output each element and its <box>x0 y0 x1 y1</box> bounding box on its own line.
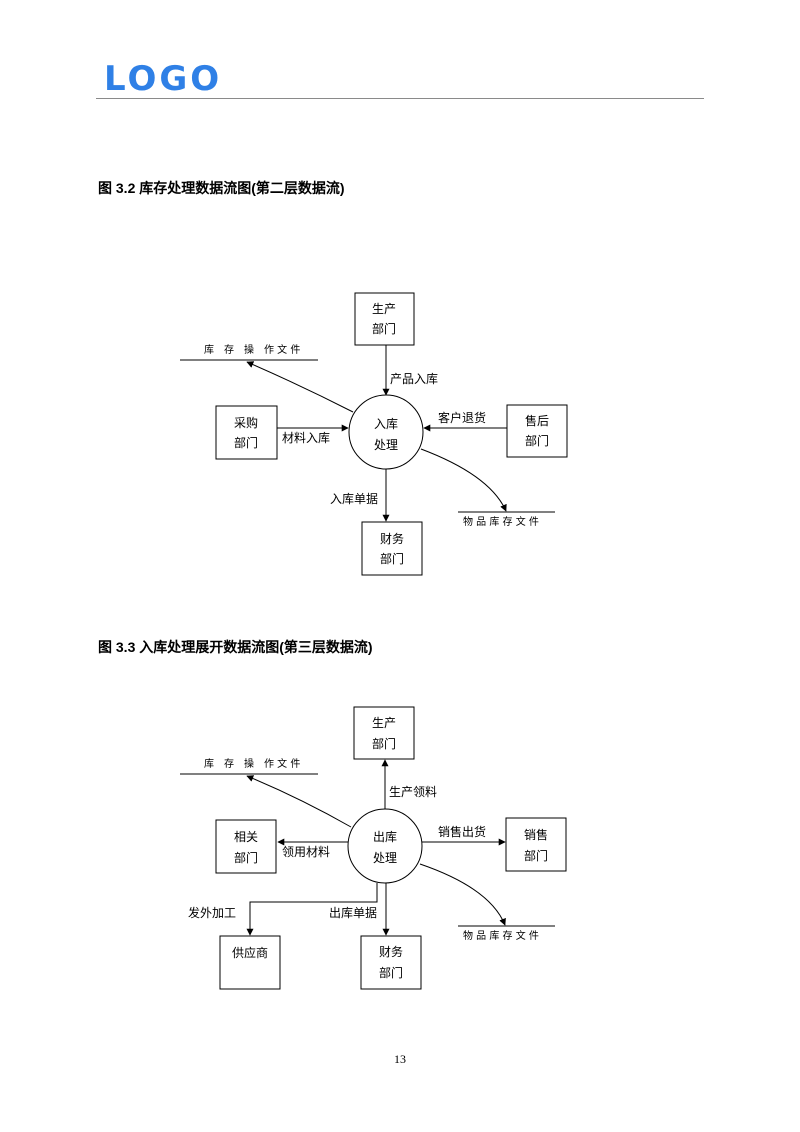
entity-finance-2-label-2: 部门 <box>379 965 403 980</box>
process-outbound-label-1: 出库 <box>373 829 397 844</box>
process-inbound <box>348 394 424 470</box>
entity-sales-label-2: 部门 <box>524 848 548 863</box>
figure-3-2: 入库 处理 生产 部门 采购 部门 售后 部门 财务 部门 库 存 操 作 文 … <box>180 292 568 576</box>
process-inbound-label-1: 入库 <box>374 416 398 431</box>
entity-production-2-label-1: 生产 <box>372 716 396 730</box>
flow-outsourcing-arrow <box>246 883 378 936</box>
flow-outsourcing-label: 发外加工 <box>188 905 236 920</box>
flow-customer-return-label: 客户退货 <box>438 410 486 425</box>
page-number: 13 <box>394 1052 406 1066</box>
process-outbound-label-2: 处理 <box>373 851 397 865</box>
flow-material-in-label: 材料入库 <box>282 430 330 445</box>
store-goods-inventory-label-2: 物 品 库 存 文 件 <box>463 929 539 942</box>
store-inventory-ops-label: 库 存 操 作 文 件 <box>204 343 300 356</box>
entity-production-2-label-2: 部门 <box>372 736 396 751</box>
entity-aftersales-dept <box>506 404 568 458</box>
entity-purchase-label-2: 部门 <box>234 435 258 450</box>
entity-finance-label-2: 部门 <box>380 551 404 566</box>
flow-to-goods-inventory-arrow <box>420 448 507 512</box>
flow-product-in-label: 产品入库 <box>390 371 438 386</box>
entity-related-label-2: 部门 <box>234 850 258 865</box>
flow-sales-out-label: 销售出货 <box>438 824 486 839</box>
store-inventory-ops-label-2: 库 存 操 作 文 件 <box>204 757 300 770</box>
entity-purchase-dept <box>215 405 278 460</box>
entity-related-label-1: 相关 <box>234 830 258 844</box>
flow-production-requisition-label: 生产领料 <box>389 785 437 799</box>
figure-caption-3-3: 图 3.3 入库处理展开数据流图(第三层数据流) <box>98 639 373 655</box>
flow-to-goods-inventory-arrow-2 <box>419 863 506 926</box>
header-divider <box>96 98 704 99</box>
entity-finance-2-label-1: 财务 <box>379 944 403 959</box>
entity-finance-dept-2 <box>360 935 422 990</box>
flow-out-receipt-label: 出库单据 <box>329 905 377 920</box>
flow-to-inventory-ops-arrow-2 <box>246 775 352 828</box>
flow-material-requisition-label: 领用材料 <box>282 845 330 859</box>
entity-supplier <box>219 935 281 990</box>
store-goods-inventory-label: 物 品 库 存 文 件 <box>463 515 539 528</box>
process-outbound <box>347 808 423 884</box>
entity-aftersales-label-1: 售后 <box>525 413 549 428</box>
logo: LOGO <box>104 59 223 99</box>
entity-purchase-label-1: 采购 <box>234 415 258 430</box>
entity-production-label-1: 生产 <box>372 302 396 316</box>
entity-production-label-2: 部门 <box>372 321 396 336</box>
figure-3-3: 出库 处理 生产 部门 相关 部门 销售 部门 财务 部门 供应商 库 存 操 … <box>180 706 567 990</box>
entity-supplier-label: 供应商 <box>232 945 268 960</box>
entity-finance-dept <box>361 521 423 576</box>
figure-caption-3-2: 图 3.2 库存处理数据流图(第二层数据流) <box>98 180 345 196</box>
entity-related-dept <box>215 819 277 874</box>
entity-aftersales-label-2: 部门 <box>525 433 549 448</box>
entity-production-dept <box>354 292 415 346</box>
flow-in-receipt-label: 入库单据 <box>330 491 378 506</box>
entity-sales-dept <box>505 817 567 872</box>
entity-sales-label-1: 销售 <box>524 827 548 842</box>
entity-production-dept-2 <box>353 706 415 760</box>
flow-to-inventory-ops-arrow <box>246 361 354 413</box>
process-inbound-label-2: 处理 <box>374 438 398 452</box>
entity-finance-label-1: 财务 <box>380 531 404 546</box>
